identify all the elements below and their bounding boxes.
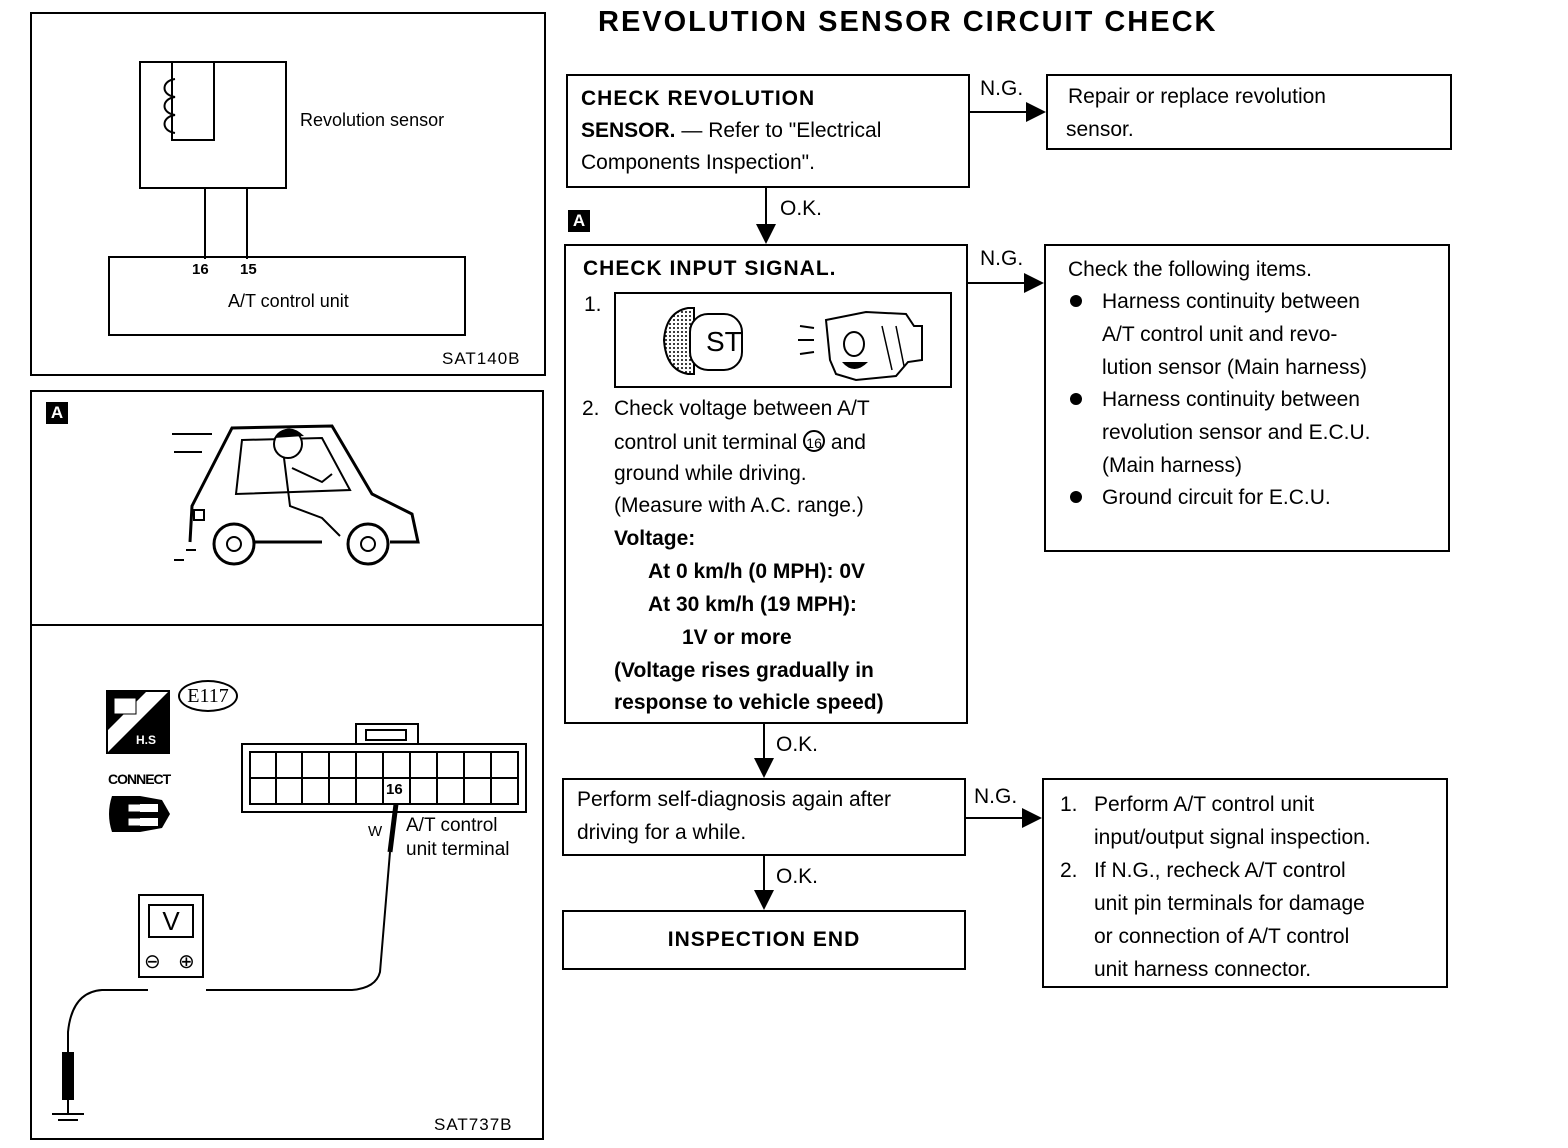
step1-line1: CHECK REVOLUTION — [581, 87, 816, 110]
terminal-label-line2: unit terminal — [406, 839, 510, 860]
terminal-16-circled: 16 — [803, 430, 826, 452]
step2-item2-line3: ground while driving. — [614, 462, 807, 485]
step3-ng-action: 1. Perform A/T control unit input/output… — [1042, 778, 1448, 988]
terminal-15-label: 15 — [240, 261, 257, 278]
voltage-at-0: At 0 km/h (0 MPH): 0V — [648, 560, 866, 583]
check-item2-line3: (Main harness) — [1102, 454, 1243, 477]
sensor-wiring-diagram: Revolution sensor 16 15 A/T control unit… — [30, 12, 546, 376]
step3-line2: driving for a while. — [577, 821, 747, 844]
connector-code-e117: E117 — [178, 680, 238, 712]
measurement-diagram: A H.S E117 CONNECT — [30, 390, 544, 1140]
pin-16-label: 16 — [386, 781, 403, 798]
sensor-coil-frame — [171, 63, 215, 141]
voltage-note-line2: response to vehicle speed) — [614, 691, 884, 714]
section-a-badge: A — [568, 210, 590, 232]
action2-line1: If N.G., recheck A/T control — [1094, 859, 1346, 882]
check-item2-line2: revolution sensor and E.C.U. — [1102, 421, 1371, 444]
harness-connector-face — [241, 723, 527, 813]
step-self-diagnosis: Perform self-diagnosis again after drivi… — [562, 778, 966, 856]
voltage-note-line1: (Voltage rises gradually in — [614, 659, 874, 682]
voltage-at-30-value: 1V or more — [682, 626, 792, 649]
divider — [32, 624, 542, 626]
step2-item2-line1: Check voltage between A/T — [614, 397, 870, 420]
figure-code: SAT737B — [434, 1115, 513, 1134]
step2-ng-action: Check the following items. Harness conti… — [1044, 244, 1450, 552]
step-check-input-signal: CHECK INPUT SIGNAL. 1. ST 2. Check volta… — [564, 244, 968, 724]
check-item3-line1: Ground circuit for E.C.U. — [1102, 486, 1331, 509]
voltage-at-30: At 30 km/h (19 MPH): — [648, 593, 857, 616]
action1-num: 1. — [1060, 793, 1078, 816]
inspection-end-label: INSPECTION END — [667, 928, 861, 951]
action2-line4: unit harness connector. — [1094, 958, 1312, 981]
terminal-label-line1: A/T control — [406, 815, 498, 836]
step2-item1-num: 1. — [584, 293, 602, 316]
positive-terminal-icon: ⊕ — [178, 951, 195, 973]
wire-16 — [204, 187, 206, 259]
hs-label: H.S — [136, 733, 157, 747]
check-item1-line3: lution sensor (Main harness) — [1102, 356, 1367, 379]
negative-terminal-icon: ⊖ — [144, 951, 161, 973]
section-a-badge: A — [46, 402, 68, 424]
ignition-start-illustration: ST — [614, 292, 952, 388]
check-item1-line1: Harness continuity between — [1102, 290, 1360, 313]
ng-label: N.G. — [980, 77, 1024, 100]
action1-line2: input/output signal inspection. — [1094, 826, 1371, 849]
action2-line2: unit pin terminals for damage — [1094, 892, 1365, 915]
start-key-label: ST — [706, 326, 742, 357]
step3-line1: Perform self-diagnosis again after — [577, 788, 891, 811]
action2-num: 2. — [1060, 859, 1078, 882]
bullet-icon — [1070, 393, 1082, 405]
voltage-label: Voltage: — [614, 527, 696, 550]
figure-code: SAT140B — [442, 349, 521, 368]
step1-ng-line1: Repair or replace revolution — [1068, 85, 1326, 108]
step2-heading: CHECK INPUT SIGNAL. — [583, 257, 837, 280]
wire-color-label: W — [368, 823, 383, 840]
step2-item2-line4: (Measure with A.C. range.) — [614, 494, 864, 517]
voltmeter: V ⊖ ⊕ — [138, 894, 204, 978]
step1-line2: SENSOR. — Refer to "Electrical — [581, 119, 882, 142]
control-unit-label: A/T control unit — [228, 291, 349, 311]
check-items-heading: Check the following items. — [1068, 258, 1312, 281]
check-item2-line1: Harness continuity between — [1102, 388, 1360, 411]
control-unit-box: 16 15 A/T control unit — [108, 256, 466, 336]
ng-label: N.G. — [980, 247, 1024, 270]
voltmeter-display: V — [148, 904, 194, 938]
step-check-revolution-sensor: CHECK REVOLUTION SENSOR. — Refer to "Ele… — [566, 74, 970, 188]
step1-ng-line2: sensor. — [1066, 118, 1134, 141]
revolution-sensor-label: Revolution sensor — [300, 110, 445, 130]
connector-plug-icon — [109, 796, 170, 832]
check-item1-line2: A/T control unit and revo- — [1102, 323, 1338, 346]
step2-item2-num: 2. — [582, 397, 600, 420]
ok-label: O.K. — [780, 197, 823, 220]
inspection-end-box: INSPECTION END — [562, 910, 966, 970]
step2-item2-line2: control unit terminal 16 and — [614, 430, 866, 454]
step1-line3: Components Inspection". — [581, 151, 815, 174]
ok-label: O.K. — [776, 733, 819, 756]
wire-15 — [246, 187, 248, 259]
driving-car-icon — [172, 424, 420, 566]
bullet-icon — [1070, 295, 1082, 307]
voltmeter-leads — [52, 803, 399, 1121]
ng-label: N.G. — [974, 785, 1018, 808]
step1-ng-action: Repair or replace revolution sensor. — [1046, 74, 1452, 150]
ok-label: O.K. — [776, 865, 819, 888]
coil-icon — [163, 78, 176, 134]
page-title: REVOLUTION SENSOR CIRCUIT CHECK — [598, 6, 1218, 38]
action1-line1: Perform A/T control unit — [1094, 793, 1315, 816]
harness-symbol-icon — [106, 690, 170, 754]
bullet-icon — [1070, 491, 1082, 503]
ignition-key-icon — [662, 307, 743, 375]
revolution-sensor-body — [139, 61, 287, 189]
terminal-16-label: 16 — [192, 261, 209, 278]
engine-icon — [798, 310, 923, 382]
action2-line3: or connection of A/T control — [1094, 925, 1350, 948]
connect-label: CONNECT — [108, 771, 171, 787]
